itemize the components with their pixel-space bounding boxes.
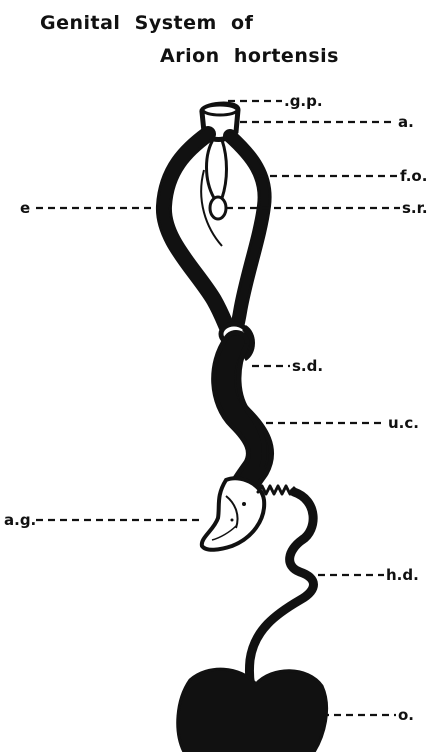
label-uterine-canal: u.c. bbox=[388, 414, 419, 432]
label-ovotestis: o. bbox=[398, 706, 414, 724]
label-albumen-gland: a.g. bbox=[4, 511, 36, 529]
albumen-gland bbox=[202, 478, 264, 550]
label-atrium: a. bbox=[398, 113, 414, 131]
ovotestis bbox=[178, 669, 327, 752]
label-free-oviduct: f.o. bbox=[400, 167, 427, 185]
label-seminal-receptacle: s.r. bbox=[402, 199, 428, 217]
label-genital-pore: .g.p. bbox=[284, 92, 323, 110]
label-sperm-duct: s.d. bbox=[292, 357, 323, 375]
label-hermaphrodite-duct: h.d. bbox=[386, 566, 419, 584]
label-epiphallus: e bbox=[20, 199, 30, 217]
seminal-receptacle bbox=[201, 138, 226, 246]
